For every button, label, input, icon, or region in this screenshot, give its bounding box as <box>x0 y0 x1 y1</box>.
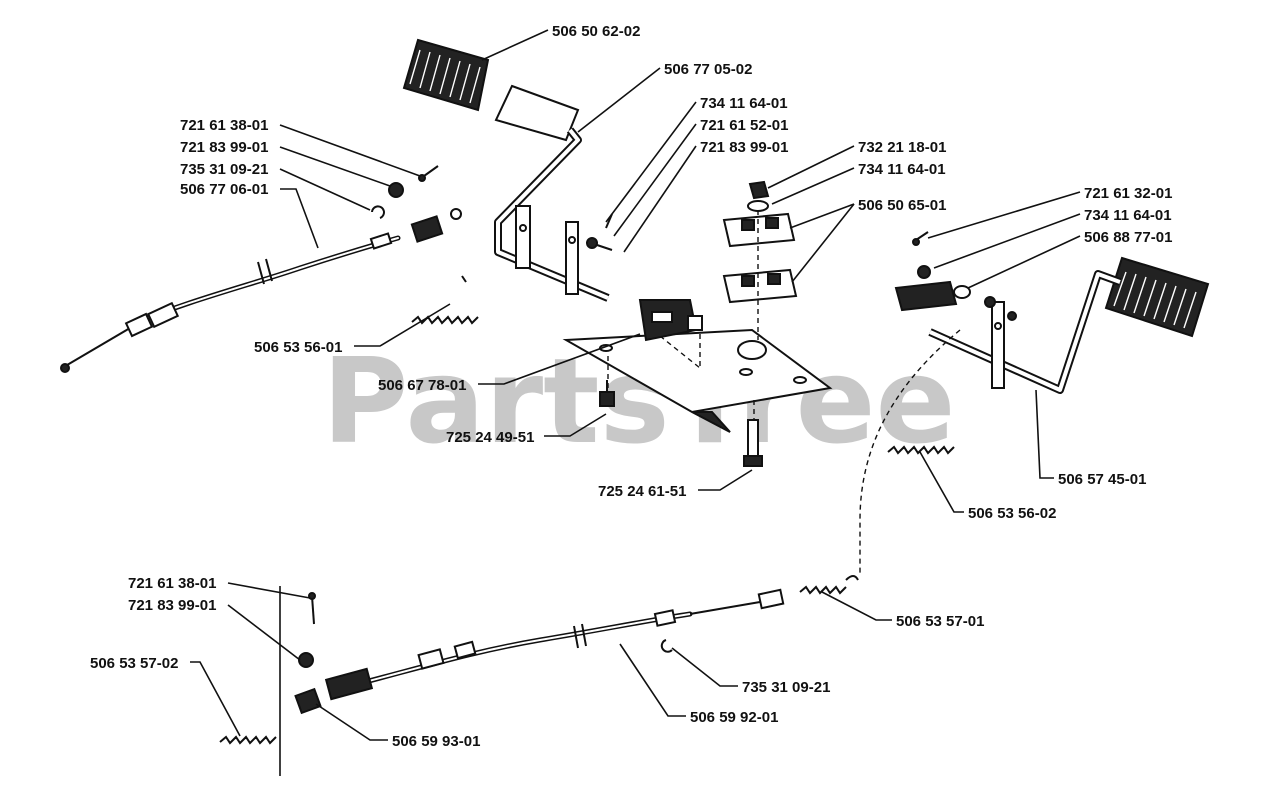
screw-725-24-49-51 <box>599 356 615 407</box>
label-506-77-06-01: 506 77 06-01 <box>180 181 268 198</box>
label-725-24-49-51: 725 24 49-51 <box>446 429 534 446</box>
left-hardware <box>371 165 439 219</box>
label-721-83-99-01-b: 721 83 99-01 <box>180 139 268 156</box>
right-bracket-506-88-77-01 <box>894 231 1017 321</box>
clamp-block-lower <box>722 268 798 304</box>
micro-switch <box>638 299 703 342</box>
label-734-11-64-01-b: 734 11 64-01 <box>858 161 946 178</box>
left-pedal-plate <box>494 84 580 142</box>
label-506-77-05-02: 506 77 05-02 <box>664 61 752 78</box>
label-734-11-64-01-c: 734 11 64-01 <box>1084 207 1172 224</box>
label-506-59-93-01: 506 59 93-01 <box>392 733 480 750</box>
right-pedal-arm-506-57-45-01 <box>928 270 1122 394</box>
label-725-24-61-51: 725 24 61-51 <box>598 483 686 500</box>
label-721-61-32-01: 721 61 32-01 <box>1084 185 1172 202</box>
right-pedal-pad <box>1104 256 1210 338</box>
base-plate-506-67-78-01 <box>562 328 833 433</box>
label-506-50-62-02: 506 50 62-02 <box>552 23 640 40</box>
label-734-11-64-01-a: 734 11 64-01 <box>700 95 788 112</box>
leader-lines <box>190 29 1081 741</box>
spring-506-53-56-02 <box>887 445 955 455</box>
bolt-721-61-52 <box>586 237 613 251</box>
label-506-53-57-02: 506 53 57-02 <box>90 655 178 672</box>
label-506-88-77-01: 506 88 77-01 <box>1084 229 1172 246</box>
label-506-53-57-01: 506 53 57-01 <box>896 613 984 630</box>
label-506-57-45-01: 506 57 45-01 <box>1058 471 1146 488</box>
cable-506-59-92-01 <box>324 588 785 701</box>
label-721-61-38-01-a: 721 61 38-01 <box>180 117 268 134</box>
label-506-53-56-02: 506 53 56-02 <box>968 505 1056 522</box>
nut-732-21-18 <box>747 180 770 340</box>
label-732-21-18-01: 732 21 18-01 <box>858 139 946 156</box>
part-number-labels: 506 50 62-02 506 77 05-02 734 11 64-01 7… <box>90 23 1172 750</box>
label-506-59-92-01: 506 59 92-01 <box>690 709 778 726</box>
left-pedal-pad <box>402 38 490 112</box>
label-506-53-56-01: 506 53 56-01 <box>254 339 342 356</box>
spring-506-53-57-01 <box>799 575 859 595</box>
screw-725-24-61-51 <box>743 400 763 467</box>
cable-506-77-06-01 <box>60 208 462 373</box>
label-506-67-78-01: 506 67 78-01 <box>378 377 466 394</box>
spring-506-53-57-02 <box>219 735 277 745</box>
label-735-31-09-21-a: 735 31 09-21 <box>180 161 268 178</box>
label-721-61-38-01-b: 721 61 38-01 <box>128 575 216 592</box>
label-735-31-09-21-b: 735 31 09-21 <box>742 679 830 696</box>
label-721-83-99-01-c: 721 83 99-01 <box>128 597 216 614</box>
lower-hardware <box>294 592 673 715</box>
label-721-83-99-01-a: 721 83 99-01 <box>700 139 788 156</box>
left-pedal-arm <box>494 127 610 302</box>
label-506-50-65-01: 506 50 65-01 <box>858 197 946 214</box>
clamp-block-upper <box>722 212 796 248</box>
spring-506-53-56-01 <box>411 275 479 325</box>
label-721-61-52-01: 721 61 52-01 <box>700 117 788 134</box>
